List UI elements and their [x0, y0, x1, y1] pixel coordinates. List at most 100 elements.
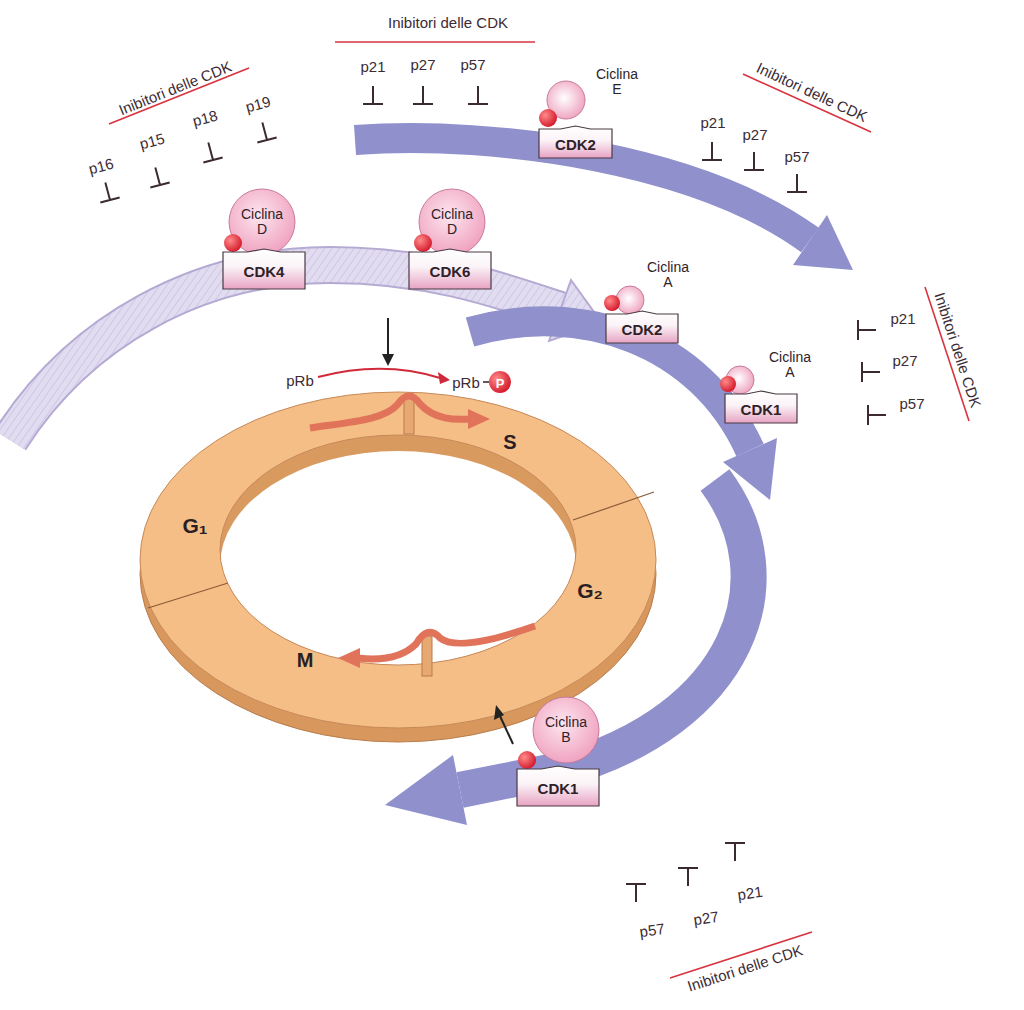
cycle-ring — [140, 392, 656, 742]
inhibitor-bar — [146, 165, 170, 188]
phosphate-dot — [518, 751, 536, 769]
phosphate-mark: P — [496, 377, 505, 390]
cdk-name: CDK2 — [555, 137, 596, 154]
phase-label: S — [503, 432, 516, 452]
inhibitor-bar — [868, 405, 886, 425]
inhibitor-name: p16 — [87, 156, 115, 177]
inhibitor-name: p18 — [191, 108, 219, 129]
node-text-group: Ciclina B — [542, 715, 590, 746]
phase-label: M — [297, 650, 314, 670]
inhibitor-bar — [787, 174, 807, 192]
node-text-group: Ciclina A — [644, 260, 692, 291]
inhibitor-bar — [744, 152, 764, 170]
inhibitor-underlines — [109, 42, 969, 978]
cyclin-circle: Ciclina D — [229, 189, 295, 255]
inhibitor-title: Inibitori delle CDK — [754, 60, 869, 124]
node-text-group: Ciclina E — [593, 67, 641, 98]
cdk-box: CDK1 — [516, 765, 600, 807]
cdk-box: CDK2 — [538, 125, 613, 159]
node-text-group: Ciclina A — [766, 350, 814, 381]
inhibitor-bar — [862, 362, 880, 382]
inhibitor-title: Inibitori delle CDK — [932, 291, 983, 410]
cyclin-circle: Ciclina E — [547, 81, 585, 119]
inhibitor-bar — [363, 86, 383, 104]
node-text-group: CDK4 — [244, 264, 285, 281]
inhibitor-name: p27 — [742, 127, 767, 142]
phase-label: G₁ — [182, 515, 207, 536]
inhibitor-bar — [626, 884, 646, 902]
inhibitor-name: p27 — [410, 57, 435, 72]
inhibitor-title: Inibitori delle CDK — [686, 942, 805, 993]
cyclin-name: Ciclina A — [644, 260, 692, 291]
inhibitor-name: p27 — [693, 909, 720, 927]
cyclin-circle: Ciclina A — [616, 286, 644, 314]
cyclin-shape — [726, 366, 754, 394]
inhibitor-name: p15 — [138, 131, 166, 152]
protein-name: pRb — [452, 375, 480, 390]
cdk-name: CDK1 — [741, 402, 782, 419]
inhibitor-name: p57 — [784, 149, 809, 164]
inhibitor-bar — [96, 180, 120, 203]
cdk-name: CDK1 — [538, 781, 579, 798]
inhibitor-name: p21 — [890, 311, 915, 326]
cdk-box: CDK6 — [408, 248, 492, 290]
cyclin-name: Ciclina B — [542, 715, 590, 746]
node-text-group: CDK2 — [622, 322, 663, 339]
cyclin-name: Ciclina D — [428, 207, 476, 238]
inhibitor-bar — [678, 868, 698, 886]
phosphate-dot — [539, 109, 557, 127]
cdk-body — [539, 126, 612, 158]
inhibitor-name: p27 — [892, 353, 917, 368]
cyclin-shape — [547, 81, 585, 119]
inhibitor-name: p57 — [639, 921, 666, 939]
inhibitor-bar — [253, 120, 277, 143]
cyclin-circle: Ciclina B — [533, 697, 599, 763]
inhibitor-name: p21 — [360, 59, 385, 74]
inhibitor-name: p21 — [700, 115, 725, 130]
cyclin-name: Ciclina A — [766, 350, 814, 381]
cyclin-name: Ciclina E — [593, 67, 641, 98]
cyclin-name: Ciclina D — [238, 207, 286, 238]
cdk-box: CDK2 — [605, 310, 679, 344]
inhibitor-bar — [858, 320, 876, 340]
cdk-body — [606, 311, 678, 343]
inhibitor-bar — [468, 86, 488, 104]
cdk-body — [725, 391, 797, 423]
inhibitor-bar — [199, 140, 223, 163]
inhibitor-name: p19 — [244, 94, 272, 115]
phosphate-dot — [604, 295, 620, 311]
phosphate-dot — [720, 376, 736, 392]
node-text-group: CDK1 — [538, 781, 579, 798]
inhibitor-bar — [702, 142, 722, 160]
node-text-group: Ciclina D — [428, 207, 476, 238]
node-text-group: CDK2 — [555, 137, 596, 154]
cdk-box: CDK1 — [724, 390, 798, 424]
cyclin-shape — [616, 286, 644, 314]
cyclin-disc — [616, 286, 644, 314]
cyclin-circle: Ciclina D — [419, 189, 485, 255]
cdk-name: CDK4 — [244, 264, 285, 281]
node-text-group: Ciclina D — [238, 207, 286, 238]
inhibitor-title: Inibitori delle CDK — [388, 15, 508, 30]
inhibitor-name: p57 — [460, 57, 485, 72]
inhibitor-name: p57 — [899, 396, 924, 411]
protein-name: pRb — [286, 373, 314, 388]
inhibitor-bar — [725, 843, 745, 861]
cyclin-disc — [533, 697, 599, 763]
inhibitor-bar — [413, 86, 433, 104]
cdk-body — [409, 249, 491, 289]
node-text-group: CDK6 — [430, 264, 471, 281]
cdk-name: CDK2 — [622, 322, 663, 339]
phosphate-dot — [414, 234, 432, 252]
cdk-name: CDK6 — [430, 264, 471, 281]
cdk-body — [223, 249, 305, 289]
cyclin-circle: Ciclina A — [726, 366, 754, 394]
cdk-body — [517, 766, 599, 806]
cdk-box: CDK4 — [222, 248, 306, 290]
phase-label: G₂ — [577, 580, 603, 601]
inhibitor-name: p21 — [737, 884, 764, 902]
phosphate-dot — [224, 234, 242, 252]
inhibitor-title: Inibitori delle CDK — [117, 59, 234, 118]
prb-phosphorylation — [318, 318, 513, 744]
